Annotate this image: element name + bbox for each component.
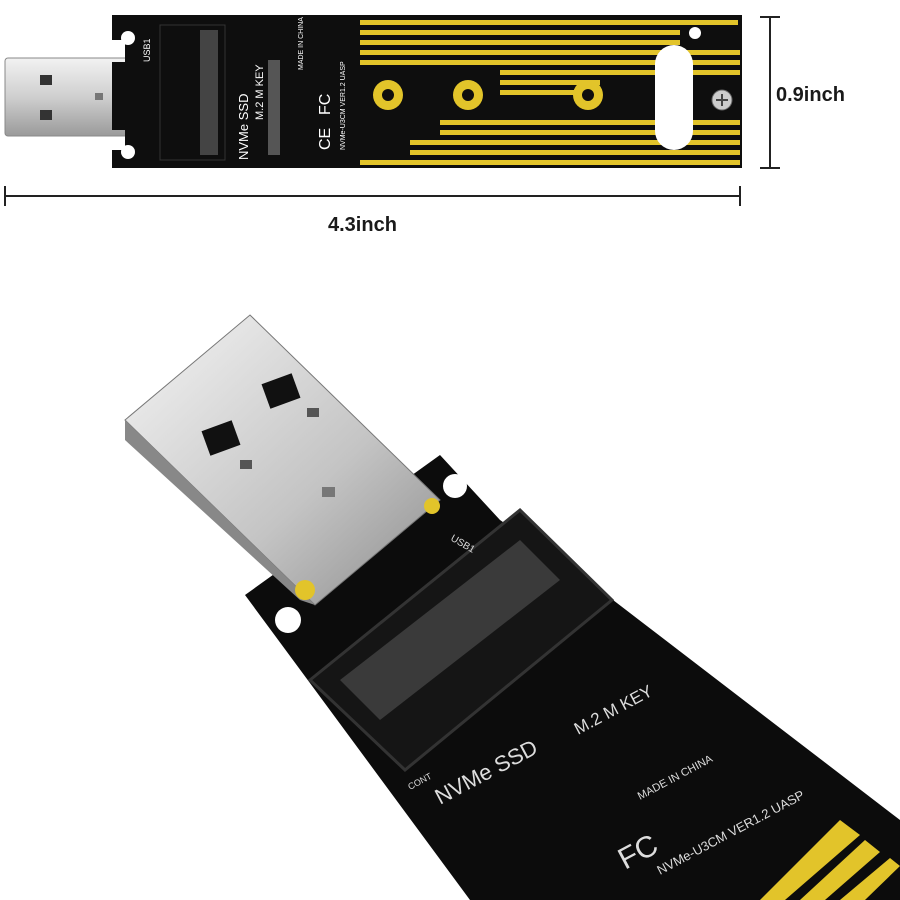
marking-nvme-ssd: NVMe SSD — [236, 94, 251, 160]
height-dimension-label: 0.9inch — [776, 84, 845, 106]
marking-ce: CE — [317, 128, 334, 150]
marking-made-in-china: MADE IN CHINA — [298, 17, 305, 70]
pcb-board-angled — [245, 455, 900, 900]
marking-fc: FC — [317, 94, 334, 115]
usb-plug-angled — [124, 314, 441, 606]
top-view-adapter: USB1 NVMe SSD M.2 M KEY MADE IN CHINA NV… — [4, 15, 742, 168]
width-dimension-label: 4.3inch — [328, 214, 397, 236]
perspective-adapter: USB1 NVMe SSD M.2 M KEY MADE IN CHINA NV… — [124, 314, 900, 900]
marking-usb1: USB1 — [142, 38, 152, 62]
marking-m2-key: M.2 M KEY — [254, 64, 266, 120]
dimension-lines — [4, 16, 780, 206]
marking-model: NVMe-U3CM VER1.2 UASP — [340, 61, 347, 150]
